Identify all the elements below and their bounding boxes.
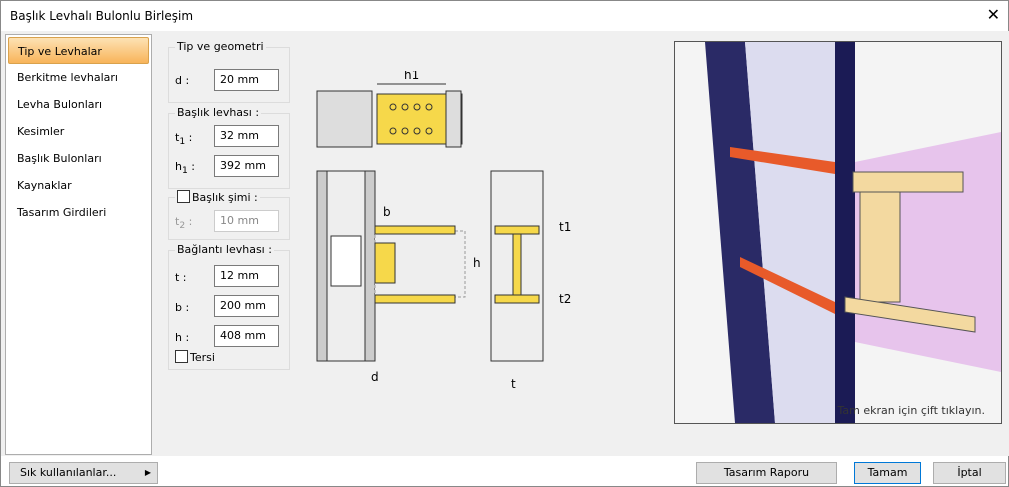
- t2-label: t2 :: [175, 215, 193, 232]
- 3d-model-render: [675, 42, 1001, 423]
- h1-input[interactable]: 392 mm: [214, 155, 279, 177]
- head-plate-legend: Başlık levhası :: [175, 106, 262, 119]
- h1-label-text: h: [175, 160, 182, 173]
- t2-sub: 2: [179, 220, 186, 232]
- sidebar: Tip ve Levhalar Berkitme levhaları Levha…: [5, 34, 152, 455]
- t1-sub: 1: [179, 136, 186, 148]
- dim-b: b: [383, 205, 391, 219]
- sidebar-item-berkitme[interactable]: Berkitme levhaları: [17, 71, 118, 84]
- d-label: d :: [175, 74, 190, 87]
- dim-h: h: [473, 256, 481, 270]
- preview-hint: Tam ekran için çift tıklayın.: [837, 404, 985, 417]
- dim-t2: t2: [559, 292, 571, 306]
- t1-input[interactable]: 32 mm: [214, 125, 279, 147]
- sidebar-item-baslik-bulonlari[interactable]: Başlık Bulonları: [17, 152, 102, 165]
- b-label: b :: [175, 301, 190, 314]
- geometry-group: Tip ve geometri d : 20 mm: [168, 40, 290, 103]
- d-input[interactable]: 20 mm: [214, 69, 279, 91]
- connection-plate-group: Bağlantı levhası : t : 12 mm b : 200 mm …: [168, 243, 290, 370]
- geometry-legend: Tip ve geometri: [175, 40, 266, 53]
- h-input[interactable]: 408 mm: [214, 325, 279, 347]
- sidebar-item-levha-bulonlari[interactable]: Levha Bulonları: [17, 98, 103, 111]
- shim-legend[interactable]: Başlık şimi :: [175, 190, 260, 204]
- h1-sub: 1: [181, 165, 188, 177]
- reverse-label: Tersi: [190, 351, 215, 364]
- dim-d: d: [371, 370, 379, 384]
- b-input[interactable]: 200 mm: [214, 295, 279, 317]
- shim-group: Başlık şimi : t2 : 10 mm: [168, 190, 290, 240]
- dim-t: t: [511, 377, 516, 391]
- cancel-button[interactable]: İptal: [933, 462, 1006, 484]
- close-icon[interactable]: ✕: [986, 5, 1000, 24]
- shim-legend-text: Başlık şimi :: [192, 191, 258, 204]
- h1-label: h1 :: [175, 160, 196, 177]
- chevron-right-icon: ▶: [144, 468, 151, 477]
- t1-label-text: t: [175, 131, 180, 144]
- conn-plate-legend: Bağlantı levhası :: [175, 243, 274, 256]
- 3d-preview[interactable]: Tam ekran için çift tıklayın.: [674, 41, 1002, 424]
- t2-label-text: t: [175, 215, 180, 228]
- window-title: Başlık Levhalı Bulonlu Birleşim: [10, 9, 194, 23]
- sidebar-item-tip-ve-levhalar[interactable]: Tip ve Levhalar: [8, 37, 149, 64]
- t1-label: t1 :: [175, 131, 193, 148]
- t2-input[interactable]: 10 mm: [214, 210, 279, 232]
- t-input[interactable]: 12 mm: [214, 265, 279, 287]
- favorites-button[interactable]: Sık kullanılanlar... ▶: [9, 462, 158, 484]
- dim-h1: h1: [404, 71, 419, 82]
- sidebar-item-tasarim-girdileri[interactable]: Tasarım Girdileri: [17, 206, 107, 219]
- sidebar-item-kesimler[interactable]: Kesimler: [17, 125, 65, 138]
- reverse-option[interactable]: Tersi: [175, 350, 215, 364]
- reverse-checkbox[interactable]: [175, 350, 188, 363]
- dim-t1: t1: [559, 220, 571, 234]
- dialog-body: Tip ve Levhalar Berkitme levhaları Levha…: [1, 31, 1009, 456]
- connection-diagram: h1 b h d t1 t2 t: [316, 71, 571, 391]
- t-label: t :: [175, 271, 187, 284]
- design-report-button[interactable]: Tasarım Raporu: [696, 462, 837, 484]
- sidebar-item-kaynaklar[interactable]: Kaynaklar: [17, 179, 72, 192]
- head-plate-group: Başlık levhası : t1 : 32 mm h1 : 392 mm: [168, 106, 290, 189]
- shim-checkbox[interactable]: [177, 190, 190, 203]
- favorites-label: Sık kullanılanlar...: [20, 466, 117, 479]
- ok-button[interactable]: Tamam: [854, 462, 921, 484]
- h-label: h :: [175, 331, 190, 344]
